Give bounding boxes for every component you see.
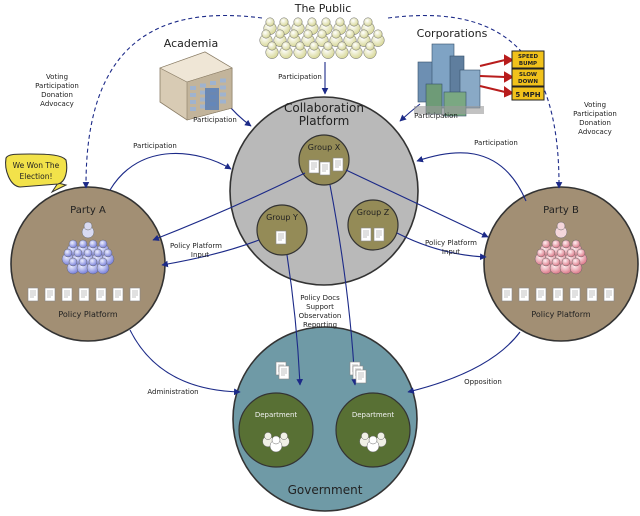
group-z-title: Group Z [357,208,390,217]
edge-label-collab-party-b-2: Input [442,248,460,256]
edge-groupx-to-dept-right [329,184,358,386]
group-z-circle [347,199,399,251]
edge-label-party-b-collab: Participation [474,139,518,147]
corp-red-arrows-icon [479,54,515,98]
edge-party-a-to-collab [109,152,232,191]
public-title: The Public [294,2,352,15]
party-b-platform-label: Policy Platform [531,310,591,319]
edge-label-public-party-b-1: Voting [584,101,606,109]
corporations-buildings-icon [414,43,484,117]
edge-groupy-to-party-a [161,239,260,268]
dept-left-circle [238,392,314,468]
edge-label-corps-collab: Participation [414,112,458,120]
party-b-people-icon [534,221,588,275]
group-y-docs [275,230,287,245]
edge-groupx-to-party-b [345,169,489,238]
collab-title-line2: Platform [299,114,350,128]
dept-right-people-icon [359,432,387,453]
speech-bubble-line2: Election! [20,172,53,181]
edge-label-groups-gov-4: Reporting [303,321,337,329]
group-x-title: Group X [308,143,341,152]
edge-party-b-to-collab [416,152,527,202]
party-a-docs [27,287,141,302]
edge-party-a-to-gov [129,329,241,396]
party-a-title: Party A [70,205,106,216]
speech-bubble [5,153,68,194]
group-y-circle [256,204,308,256]
edge-label-party-b-gov: Opposition [464,378,502,386]
edge-label-collab-party-a-2: Input [191,251,209,259]
edge-label-groups-gov-3: Observation [299,312,342,320]
dept-right-circle [335,392,411,468]
edge-label-public-party-a-4: Advocacy [40,100,74,108]
corporations-title: Corporations [417,27,488,40]
edge-public-to-party-b [387,15,563,189]
edge-label-groups-gov-1: Policy Docs [300,294,340,302]
edge-label-public-party-b-3: Donation [579,119,611,127]
edge-label-groups-gov-2: Support [306,303,334,311]
dept-left-title: Department [255,411,298,419]
edge-groupx-to-party-a [152,172,306,241]
edge-label-party-a-gov: Administration [147,388,198,396]
edge-label-party-a-collab: Participation [133,142,177,150]
edge-groupy-to-dept-left [286,254,304,386]
edge-label-public-collab: Participation [278,73,322,81]
party-a-people-icon [61,221,115,275]
government-title: Government [288,483,363,497]
public-crowd-icon [259,17,385,59]
edge-corps-to-collab [399,103,421,122]
collab-title-line1: Collaboration [284,101,364,115]
road-signs-icon [511,50,545,101]
speech-bubble-line1: We Won The [13,161,60,170]
academia-building-icon [159,51,233,121]
edge-label-academia-collab: Participation [193,116,237,124]
edge-label-collab-party-b-1: Policy Platform [425,239,477,247]
party-b-docs [501,287,615,302]
edge-label-public-party-a-1: Voting [46,73,68,81]
edge-label-public-party-b-4: Advocacy [578,128,612,136]
sign3-text: 5 MPH [515,91,540,99]
edge-label-public-party-a-2: Participation [35,82,79,90]
dept-left-people-icon [262,432,290,453]
sign1-line2: BUMP [519,61,537,67]
edge-groupz-to-party-b [396,232,487,261]
edge-party-b-to-gov [407,331,521,394]
sign2-line1: SLOW [519,72,537,78]
sign1-line1: SPEED [518,54,539,60]
academia-title: Academia [164,37,218,50]
edge-label-collab-party-a-1: Policy Platform [170,242,222,250]
party-b-title: Party B [543,205,579,216]
party-a-platform-label: Policy Platform [58,310,118,319]
dept-right-title: Department [352,411,395,419]
edge-label-public-party-a-3: Donation [41,91,73,99]
sign2-line2: DOWN [518,79,538,85]
group-y-title: Group Y [266,213,298,222]
edge-label-public-party-b-2: Participation [573,110,617,118]
edge-public-to-party-a [82,15,263,189]
